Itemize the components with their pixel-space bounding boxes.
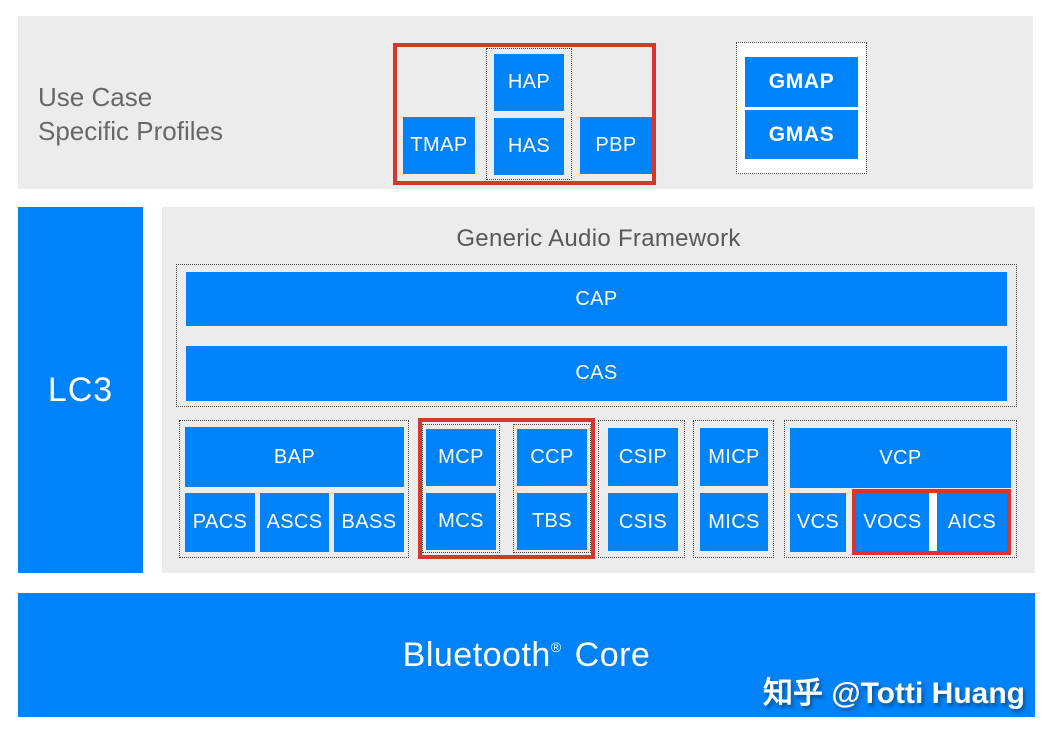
- tmap-label: TMAP: [410, 134, 468, 156]
- pbp-box: PBP: [580, 117, 652, 174]
- hap-label: HAP: [507, 71, 551, 93]
- watermark: 知乎 @Totti Huang: [763, 677, 1025, 710]
- mcp-ccp-group-highlight: MCP MCS CCP TBS: [418, 418, 595, 559]
- use-case-label-line1: Use Case: [38, 82, 153, 112]
- micp-box: MICP: [700, 428, 768, 486]
- has-label: HAS: [507, 135, 551, 157]
- bap-group: BAP PACS ASCS BASS: [179, 420, 409, 558]
- use-case-band: Use Case Specific Profiles TMAP HAP HAS …: [18, 16, 1033, 189]
- mcs-box: MCS: [426, 493, 496, 550]
- use-case-label-line2: Specific Profiles: [38, 116, 223, 146]
- csis-box: CSIS: [608, 493, 678, 551]
- use-case-label: Use Case Specific Profiles: [38, 80, 223, 148]
- bluetooth-core-bar: Bluetooth® Core: [18, 593, 1035, 717]
- mcp-box: MCP: [426, 429, 496, 486]
- micp-label: MICP: [708, 445, 760, 468]
- vcs-box: VCS: [790, 493, 846, 552]
- gmap-label: GMAP: [768, 70, 835, 93]
- generic-audio-framework-panel: Generic Audio Framework CAP CAS BAP PACS…: [162, 207, 1035, 573]
- bass-box: BASS: [334, 493, 404, 552]
- cas-bar: CAS: [186, 346, 1007, 401]
- vcp-bar: VCP: [790, 428, 1011, 488]
- core-suffix-text: Core: [574, 635, 651, 674]
- gmap-gmas-group: GMAP GMAS: [736, 42, 867, 174]
- hap-box: HAP: [494, 54, 564, 111]
- lc3-box: LC3: [18, 207, 143, 573]
- vocs-label: VOCS: [863, 510, 922, 533]
- aics-label: AICS: [947, 510, 997, 533]
- mics-box: MICS: [700, 493, 768, 551]
- ascs-box: ASCS: [260, 493, 329, 552]
- hap-has-subgroup: HAP HAS: [486, 48, 572, 180]
- cap-bar: CAP: [186, 272, 1007, 326]
- bass-label: BASS: [341, 511, 397, 533]
- gmap-box: GMAP: [745, 57, 858, 107]
- generic-audio-framework-title: Generic Audio Framework: [456, 225, 741, 252]
- ccp-label: CCP: [530, 446, 574, 468]
- cap-cas-group: CAP CAS: [176, 264, 1017, 407]
- vocs-box: VOCS: [856, 493, 929, 551]
- mcp-label: MCP: [438, 446, 484, 468]
- csis-label: CSIS: [618, 510, 668, 533]
- pacs-label: PACS: [192, 511, 248, 533]
- pacs-box: PACS: [185, 493, 255, 552]
- vcp-label: VCP: [879, 446, 922, 469]
- tmap-hap-pbp-group-highlight: TMAP HAP HAS PBP: [393, 43, 656, 185]
- csip-group: CSIP CSIS: [598, 420, 685, 558]
- pbp-label: PBP: [595, 134, 637, 156]
- bluetooth-core-label: Bluetooth® Core: [403, 636, 651, 675]
- lc3-label: LC3: [47, 370, 114, 409]
- bluetooth-brand-text: Bluetooth: [402, 635, 551, 674]
- tbs-label: TBS: [531, 510, 573, 532]
- mcs-label: MCS: [438, 510, 484, 532]
- tbs-box: TBS: [517, 493, 587, 550]
- tmap-box: TMAP: [403, 117, 475, 174]
- bap-label: BAP: [273, 445, 316, 468]
- mics-label: MICS: [708, 510, 760, 533]
- vcp-group: VCP VCS VOCS AICS: [784, 420, 1017, 558]
- ccp-tbs-column: CCP TBS: [513, 424, 591, 553]
- gmas-box: GMAS: [745, 110, 858, 159]
- ccp-box: CCP: [517, 429, 587, 486]
- mcp-mcs-column: MCP MCS: [422, 424, 500, 553]
- ascs-label: ASCS: [266, 511, 323, 533]
- aics-box: AICS: [937, 493, 1007, 551]
- has-box: HAS: [494, 118, 564, 175]
- registered-trademark-symbol: ®: [550, 638, 562, 655]
- cap-label: CAP: [575, 287, 618, 310]
- vocs-aics-group-highlight: VOCS AICS: [852, 489, 1011, 555]
- csip-label: CSIP: [618, 445, 668, 468]
- csip-box: CSIP: [608, 428, 678, 486]
- bap-bar: BAP: [185, 427, 404, 487]
- gmas-label: GMAS: [768, 122, 835, 146]
- cas-label: CAS: [575, 362, 618, 384]
- micp-group: MICP MICS: [693, 420, 774, 558]
- vcs-label: VCS: [796, 511, 840, 533]
